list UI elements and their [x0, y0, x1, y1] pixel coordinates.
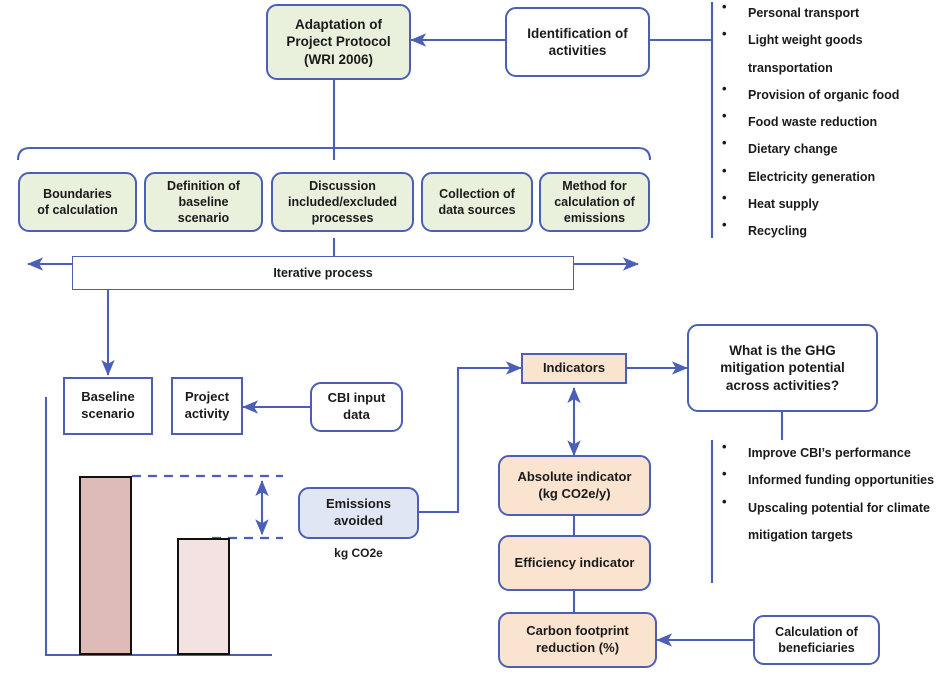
bullet-icon: •	[722, 108, 727, 123]
list-item: • Personal transport	[722, 0, 944, 27]
activity-label-3: Food waste reduction	[748, 115, 878, 129]
definition-line-1: Definition of	[167, 179, 240, 193]
identification-line-2: activities	[548, 43, 607, 58]
bullet-icon: •	[722, 0, 727, 14]
discussion-line-1: Discussion	[309, 179, 376, 193]
method-line-2: calculation of	[554, 195, 635, 209]
list-item: • Provision of organic food	[722, 82, 944, 109]
ghg-question-line-3: across activities?	[725, 377, 840, 393]
indicators-label: Indicators	[542, 360, 606, 376]
node-identification-of-activities[interactable]: Identification of activities	[505, 7, 650, 77]
bullet-icon: •	[722, 439, 727, 454]
list-activities: • Personal transport • Light weight good…	[722, 0, 944, 245]
node-cbi-input-data[interactable]: CBI input data	[310, 382, 403, 432]
project-line-2: activity	[184, 406, 230, 421]
node-indicators[interactable]: Indicators	[521, 353, 627, 384]
node-project-activity[interactable]: Project activity	[171, 377, 243, 435]
outcome-label-0: Improve CBI’s performance	[748, 446, 911, 460]
activity-label-6: Heat supply	[748, 196, 819, 211]
bullet-icon: •	[722, 135, 727, 151]
ghg-question-line-1: What is the GHG	[729, 343, 836, 359]
cbi-line-1: CBI input	[327, 390, 386, 406]
bullet-icon: •	[722, 80, 727, 96]
emissions-line-1: Emissions	[325, 496, 392, 512]
outcome-label-1: Informed funding opportunities	[748, 473, 935, 488]
baseline-line-1: Baseline	[81, 389, 135, 405]
definition-line-2: baseline	[178, 195, 229, 209]
beneficiaries-line-2: beneficiaries	[778, 641, 855, 655]
node-adaptation-of-project-protocol[interactable]: Adaptation of Project Protocol (WRI 2006…	[266, 4, 411, 80]
node-boundaries-of-calculation[interactable]: Boundaries of calculation	[18, 172, 137, 232]
collection-line-2: data sources	[438, 203, 516, 217]
project-line-1: Project	[184, 389, 230, 405]
ghg-question-line-2: mitigation potential	[720, 360, 845, 376]
bullet-icon: •	[722, 217, 727, 232]
node-baseline-scenario[interactable]: Baseline scenario	[63, 377, 153, 435]
cbi-line-2: data	[343, 407, 370, 422]
list-item: • Heat supply	[722, 191, 944, 218]
bullet-icon: •	[722, 466, 727, 482]
node-carbon-footprint-reduction[interactable]: Carbon footprint reduction (%)	[498, 612, 657, 668]
node-ghg-mitigation-question[interactable]: What is the GHG mitigation potential acr…	[687, 324, 878, 412]
node-absolute-indicator[interactable]: Absolute indicator (kg CO2e/y)	[498, 455, 651, 516]
wire-greenrow-bracket	[16, 146, 652, 161]
bullet-icon: •	[722, 26, 727, 42]
node-definition-of-baseline-scenario[interactable]: Definition of baseline scenario	[144, 172, 263, 232]
node-method-for-calculation-of-emissions[interactable]: Method for calculation of emissions	[539, 172, 650, 232]
list-item: • Upscaling potential for climate mitiga…	[722, 495, 944, 550]
activity-label-1: Light weight goods transportation	[748, 33, 863, 75]
list-item: • Improve CBI’s performance	[722, 440, 944, 467]
discussion-line-2: included/excluded	[287, 195, 398, 209]
activity-label-4: Dietary change	[748, 142, 838, 157]
list-item: • Informed funding opportunities	[722, 467, 944, 494]
kg-co2e-text: kg CO2e	[334, 546, 383, 560]
list-item: • Light weight goods transportation	[722, 27, 944, 82]
node-efficiency-indicator[interactable]: Efficiency indicator	[498, 535, 651, 591]
bullet-icon: •	[722, 493, 727, 509]
adaptation-line-2: Project Protocol	[286, 34, 391, 50]
definition-line-3: scenario	[177, 211, 230, 225]
outcome-label-2: Upscaling potential for climate mitigati…	[748, 500, 930, 542]
method-line-1: Method for	[562, 179, 627, 193]
bullet-icon: •	[722, 189, 727, 205]
iterative-process-label: Iterative process	[273, 266, 373, 280]
emissions-line-2: avoided	[333, 513, 384, 528]
node-collection-of-data-sources[interactable]: Collection of data sources	[421, 172, 533, 232]
activity-label-5: Electricity generation	[748, 169, 876, 184]
label-kg-co2e: kg CO2e	[298, 546, 419, 560]
boundaries-line-2: of calculation	[37, 203, 118, 217]
list-item: • Recycling	[722, 218, 944, 245]
list-item: • Dietary change	[722, 136, 944, 163]
beneficiaries-line-1: Calculation of	[775, 625, 858, 639]
list-outcomes: • Improve CBI’s performance • Informed f…	[722, 440, 944, 549]
node-calculation-of-beneficiaries[interactable]: Calculation of beneficiaries	[753, 615, 880, 665]
absolute-line-2: (kg CO2e/y)	[538, 485, 611, 501]
activity-label-7: Recycling	[748, 224, 808, 238]
carbon-line-2: reduction (%)	[535, 640, 620, 655]
node-emissions-avoided[interactable]: Emissions avoided	[298, 487, 419, 539]
chart-bar-project	[177, 538, 230, 655]
absolute-line-1: Absolute indicator	[517, 468, 632, 484]
method-line-3: emissions	[563, 211, 626, 225]
adaptation-line-3: (WRI 2006)	[303, 51, 374, 67]
activity-label-0: Personal transport	[748, 6, 860, 20]
node-discussion-included-excluded-processes[interactable]: Discussion included/excluded processes	[271, 172, 414, 232]
carbon-line-1: Carbon footprint	[526, 623, 629, 639]
efficiency-label: Efficiency indicator	[514, 554, 635, 570]
adaptation-line-1: Adaptation of	[295, 17, 382, 33]
collection-line-1: Collection of	[439, 187, 515, 201]
identification-line-1: Identification of	[527, 25, 628, 41]
bullet-icon: •	[722, 162, 727, 178]
node-iterative-process[interactable]: Iterative process	[72, 256, 574, 290]
discussion-line-3: processes	[311, 211, 374, 225]
baseline-line-2: scenario	[81, 406, 135, 421]
chart-bar-baseline	[79, 476, 132, 655]
activity-label-2: Provision of organic food	[748, 87, 900, 102]
boundaries-line-1: Boundaries	[43, 187, 112, 201]
list-item: • Electricity generation	[722, 164, 944, 191]
list-item: • Food waste reduction	[722, 109, 944, 136]
